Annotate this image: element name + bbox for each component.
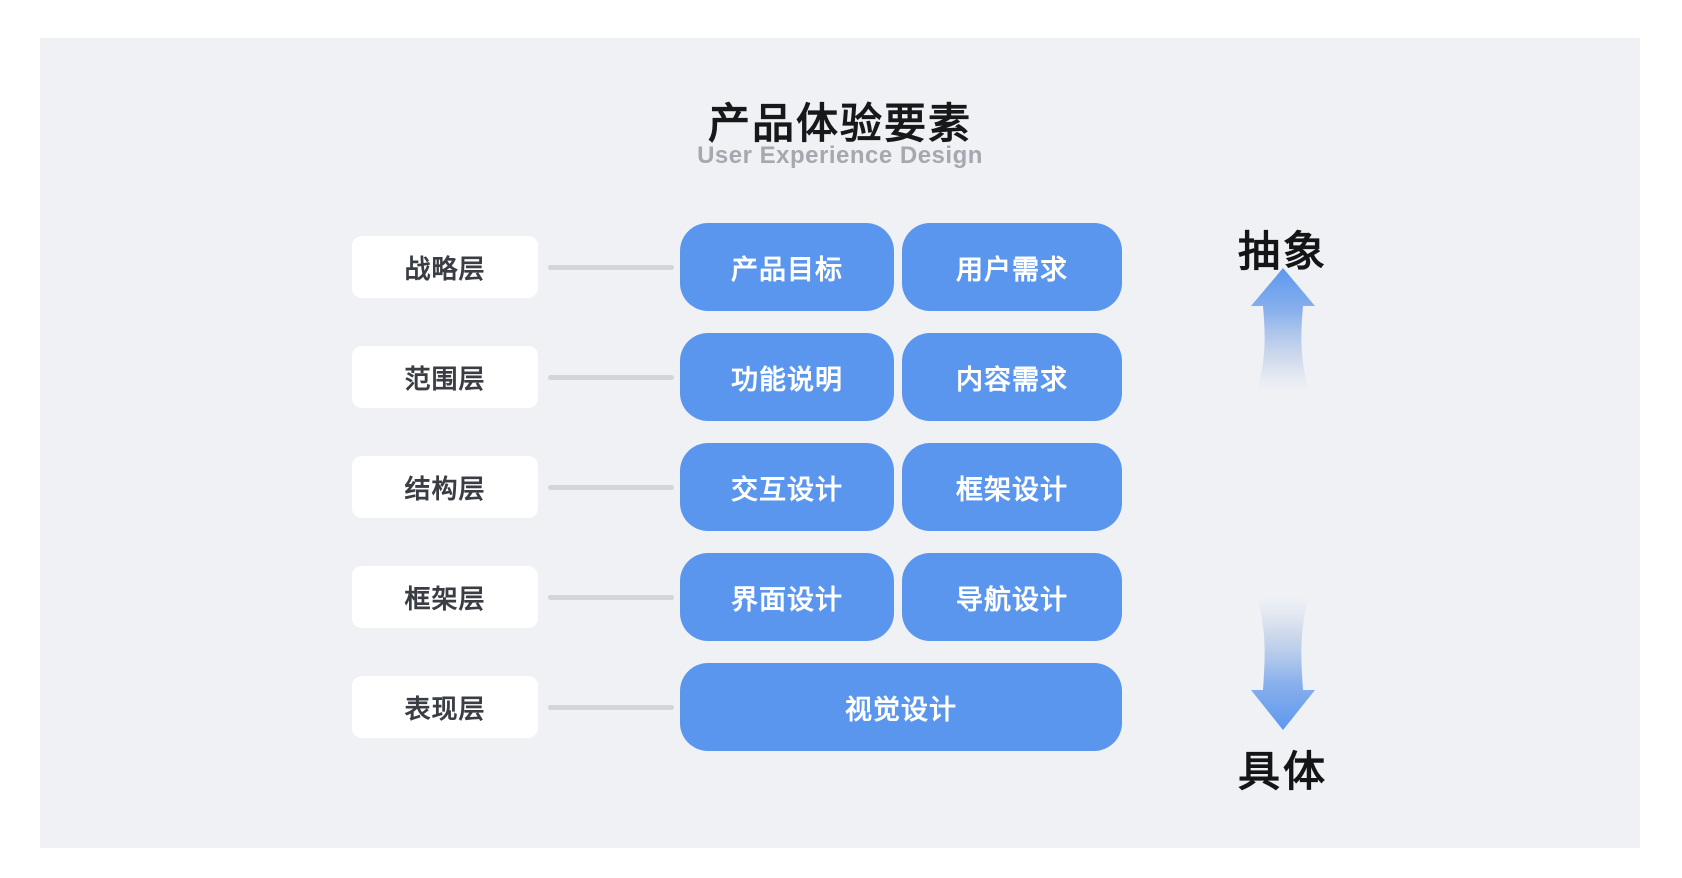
- axis-label-abstract: 抽象: [1237, 228, 1329, 275]
- box-content-requirements: 内容需求: [902, 333, 1122, 421]
- box-frame-design: 框架设计: [902, 443, 1122, 531]
- connector-line: [548, 265, 674, 270]
- box-navigation-design: 导航设计: [902, 553, 1122, 641]
- label-surface-layer: 表现层: [352, 676, 538, 738]
- connector-line: [548, 595, 674, 600]
- layer-row-skeleton: 框架层 界面设计 导航设计: [40, 553, 1640, 641]
- arrow-down-icon: [1251, 596, 1315, 730]
- layer-row-scope: 范围层 功能说明 内容需求: [40, 333, 1640, 421]
- box-functional-spec: 功能说明: [680, 333, 894, 421]
- box-visual-design: 视觉设计: [680, 663, 1122, 751]
- box-product-goal: 产品目标: [680, 223, 894, 311]
- box-user-needs: 用户需求: [902, 223, 1122, 311]
- label-strategy-layer: 战略层: [352, 236, 538, 298]
- box-interaction-design: 交互设计: [680, 443, 894, 531]
- layer-row-structure: 结构层 交互设计 框架设计: [40, 443, 1640, 531]
- label-skeleton-layer: 框架层: [352, 566, 538, 628]
- page-title: 产品体验要素: [707, 100, 972, 147]
- connector-line: [548, 705, 674, 710]
- axis-label-concrete: 具体: [1237, 748, 1329, 795]
- label-scope-layer: 范围层: [352, 346, 538, 408]
- page-subtitle: User Experience Design: [697, 142, 983, 169]
- diagram-panel: 产品体验要素 User Experience Design 战略层 产品目标 用…: [40, 38, 1640, 848]
- box-interface-design: 界面设计: [680, 553, 894, 641]
- label-structure-layer: 结构层: [352, 456, 538, 518]
- layer-row-surface: 表现层 视觉设计: [40, 663, 1640, 751]
- connector-line: [548, 485, 674, 490]
- connector-line: [548, 375, 674, 380]
- arrow-up-icon: [1251, 268, 1315, 392]
- layer-row-strategy: 战略层 产品目标 用户需求: [40, 223, 1640, 311]
